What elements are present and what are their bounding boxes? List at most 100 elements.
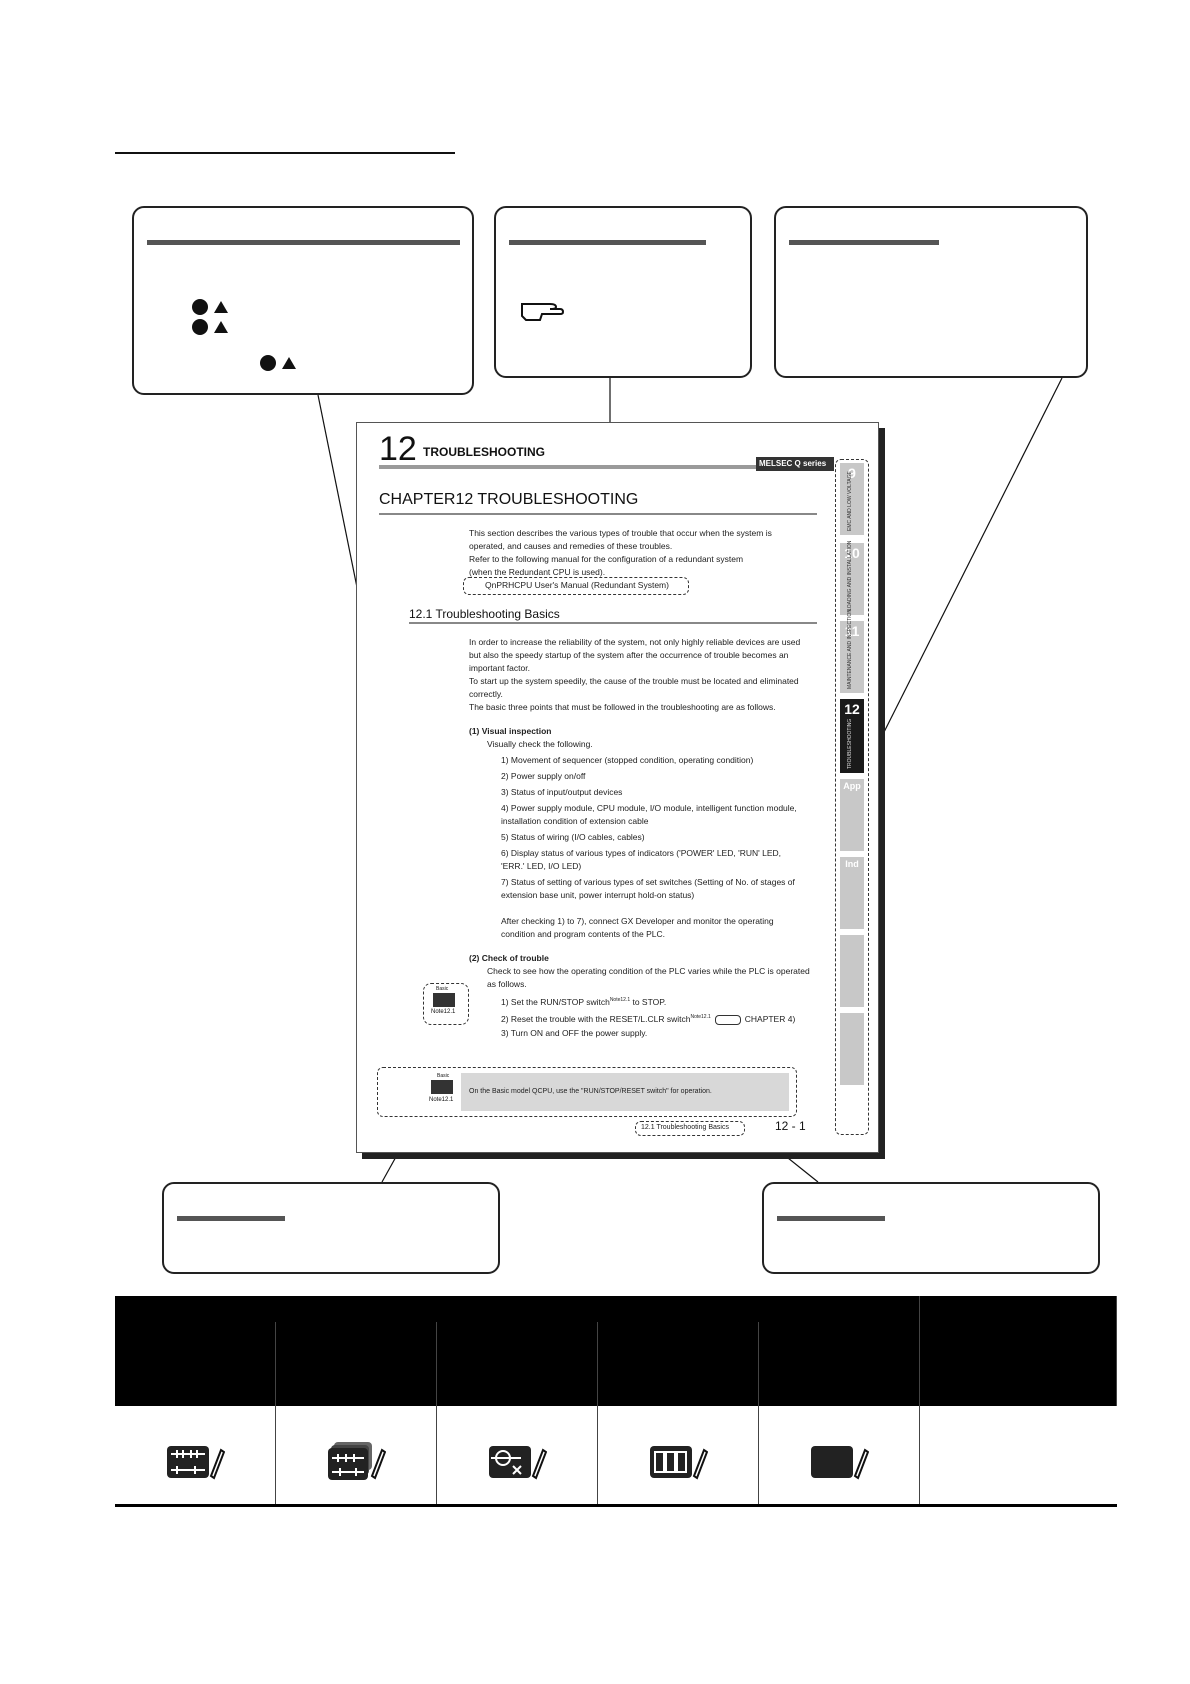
basic-model-qcpu-icon	[166, 1445, 225, 1480]
note-box	[461, 1073, 789, 1111]
top-rule	[115, 152, 455, 154]
body-line: important factor.	[469, 663, 530, 673]
table-header-cell	[436, 1322, 598, 1406]
table-header-cell	[115, 1322, 276, 1406]
footer-dashed-box	[635, 1121, 745, 1136]
tab-label: TROUBLESHOOTING	[847, 718, 853, 769]
body-line: To start up the system speedily, the cau…	[469, 676, 799, 686]
table-cell-empty	[919, 1406, 1117, 1507]
item1-list-line: 6) Display status of various types of in…	[501, 848, 781, 858]
note-box-caption-top: Basic	[437, 1073, 450, 1079]
intro-line: (when the Redundant CPU is used).	[469, 567, 606, 577]
table-header-cell	[597, 1322, 759, 1406]
intro-line: This section describes the various types…	[469, 528, 772, 538]
high-performance-model-qcpu-icon	[327, 1441, 386, 1480]
section-title-rule	[409, 622, 817, 624]
side-tab-blank	[840, 1013, 864, 1085]
circle-icon	[192, 298, 208, 315]
melsec-logo: MELSEC Q series	[756, 457, 834, 471]
triangle-icon	[214, 320, 228, 333]
note-icon-caption-top: Basic	[436, 986, 449, 992]
item1-after-line: After checking 1) to 7), connect GX Deve…	[501, 916, 774, 926]
side-tab-blank	[840, 935, 864, 1007]
tab-number: 12	[844, 701, 860, 717]
item2-step-text: 2) Reset the trouble with the RESET/L.CL…	[501, 1013, 691, 1024]
melsec-logo-text: MELSEC Q series	[759, 459, 827, 468]
table-header-top	[115, 1296, 920, 1322]
item1-list-line: 3) Status of input/output devices	[501, 787, 623, 797]
triangle-icon	[214, 300, 228, 313]
chapter-title-rule	[379, 513, 817, 515]
tab-number: Ind	[845, 859, 859, 869]
reference-dashed-box	[463, 577, 689, 595]
tab-number: 11	[844, 623, 860, 639]
redundant-cpu-icon	[649, 1445, 708, 1480]
note-icon-caption-bottom: Note12.1	[431, 1009, 456, 1015]
tab-number: 9	[848, 465, 856, 481]
chapter-header-rule	[379, 465, 774, 469]
callout-reference-mark	[494, 206, 752, 378]
body-line: In order to increase the reliability of …	[469, 637, 801, 647]
item1-heading: (1) Visual inspection	[469, 726, 552, 736]
note-superscript: Note12.1	[690, 1014, 711, 1020]
table-cell	[436, 1406, 598, 1507]
item1-after-line: condition and program contents of the PL…	[501, 929, 665, 939]
item2-step-text: 1) Set the RUN/STOP switch	[501, 996, 610, 1007]
process-cpu-icon	[488, 1445, 547, 1480]
tab-label: EMC AND LOW VOLTAGE	[847, 471, 853, 531]
chapter-number: 12	[379, 430, 417, 468]
item2-step-suffix: to STOP.	[630, 996, 667, 1007]
callout-version-markers	[132, 206, 474, 395]
marker-circle-triangle-2	[192, 318, 228, 336]
basic-qcpu-icon	[433, 993, 455, 1007]
table-cell	[597, 1406, 759, 1507]
triangle-icon	[282, 356, 296, 369]
table-header-cell	[758, 1322, 920, 1406]
marker-circle-triangle-1	[192, 298, 228, 316]
note-box-dashed	[377, 1067, 797, 1117]
item1-list-line: 5) Status of wiring (I/O cables, cables)	[501, 832, 645, 842]
table-cell	[758, 1406, 920, 1507]
table-cell	[115, 1406, 276, 1507]
item2-step: 3) Turn ON and OFF the power supply.	[501, 1028, 648, 1038]
item2-step-suffix: CHAPTER 4)	[744, 1013, 796, 1024]
universal-model-qcpu-icon	[810, 1445, 869, 1480]
section-title: 12.1 Troubleshooting Basics	[409, 607, 560, 621]
note-box-caption-bottom: Note12.1	[429, 1097, 454, 1103]
note-icon-dashed-box	[423, 983, 469, 1025]
side-tab-ind: Ind	[840, 857, 864, 929]
intro-line: operated, and causes and remedies of the…	[469, 541, 673, 551]
table-header-cell	[275, 1322, 437, 1406]
table-header-right	[919, 1296, 1118, 1406]
body-line: but also the speedy startup of the syste…	[469, 650, 789, 660]
callout-note-box	[162, 1182, 500, 1274]
item2-lead: as follows.	[487, 979, 527, 989]
item1-lead: Visually check the following.	[487, 739, 593, 749]
note-superscript: Note12.1	[609, 997, 631, 1003]
body-line: The basic three points that must be foll…	[469, 702, 776, 712]
item2-step: 1) Set the RUN/STOP switchNote12.1 to ST…	[501, 994, 666, 1009]
item1-list-line: installation condition of extension cabl…	[501, 816, 649, 826]
page-number: 12 - 1	[775, 1119, 806, 1133]
reference-text: QnPRHCPU User's Manual (Redundant System…	[485, 580, 669, 590]
chapter-header: TROUBLESHOOTING	[423, 445, 545, 459]
item2-step: 2) Reset the trouble with the RESET/L.CL…	[501, 1011, 795, 1026]
table-cell	[275, 1406, 437, 1507]
item1-list-line: 4) Power supply module, CPU module, I/O …	[501, 803, 797, 813]
chapter-title: CHAPTER12 TROUBLESHOOTING	[379, 491, 639, 508]
side-tabs-dashed	[835, 459, 869, 1135]
intro-line: Refer to the following manual for the co…	[469, 554, 744, 564]
tab-number: App	[843, 781, 861, 791]
item2-lead: Check to see how the operating condition…	[487, 966, 810, 976]
side-tab-app: App	[840, 779, 864, 851]
tab-number: 10	[844, 545, 860, 561]
note-box-qcpu-icon	[431, 1080, 453, 1094]
pointing-hand-icon	[521, 303, 564, 321]
footer-section: 12.1 Troubleshooting Basics	[641, 1124, 729, 1131]
callout-tab-index	[774, 206, 1088, 378]
marker-circle-triangle-3	[260, 354, 296, 372]
